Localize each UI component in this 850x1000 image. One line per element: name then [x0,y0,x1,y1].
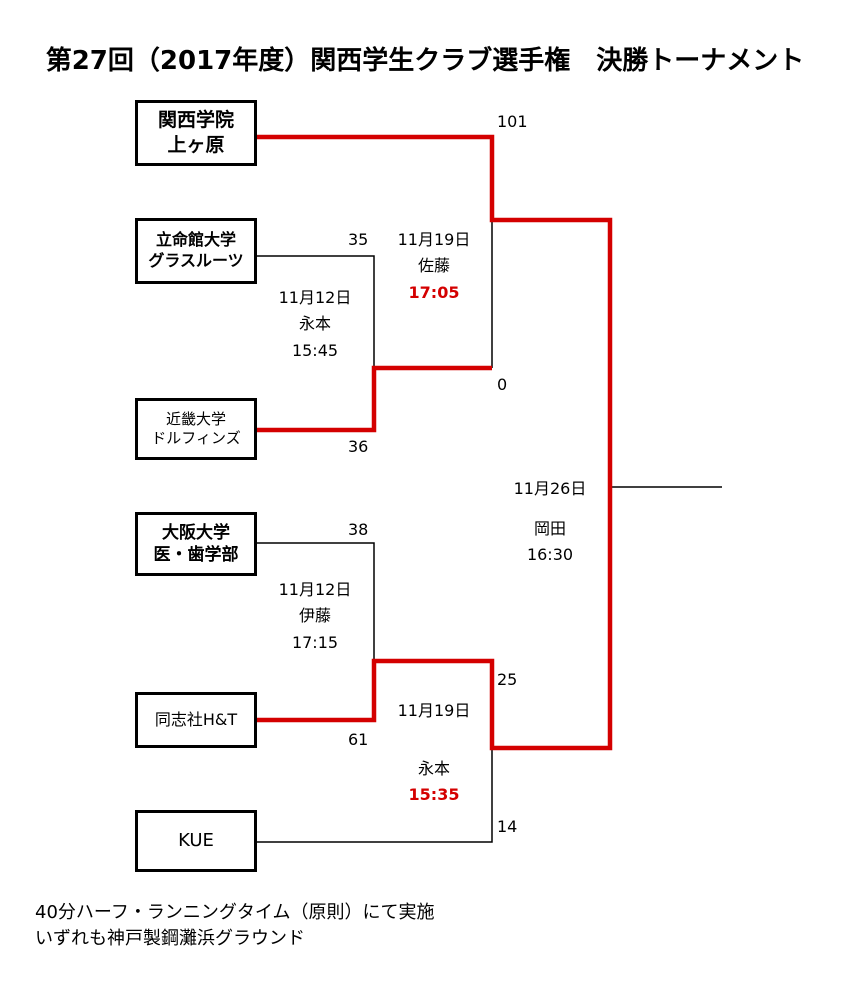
team-name-line2: グラスルーツ [148,251,244,270]
match-referee: 佐藤 [417,256,450,276]
team-box-kue: KUE [135,810,257,872]
team-box-doshisha: 同志社H&T [135,692,257,748]
match-info-sf2: 永本 15:35 [392,756,476,809]
team-box-kindai: 近畿大学ドルフィンズ [135,398,257,460]
match-time: 17:05 [408,282,460,302]
team-name: KUE [178,830,214,852]
bracket-thin-lines [255,220,722,843]
team-name-line1: 近畿大学 [165,409,226,428]
match-info-final: 岡田 16:30 [510,516,590,569]
line-kue [255,748,493,843]
match-date: 11月19日 [397,701,471,720]
footnote-rules: 40分ハーフ・ランニングタイム（原則）にて実施 [35,902,435,923]
match-info-final-date: 11月26日 [500,476,600,502]
team-name-line1: 立命館大学 [155,230,236,250]
score-kgu: 101 [497,112,528,131]
score-doshisha: 61 [348,730,369,749]
win-line-doshisha [255,487,613,751]
match-referee: 永本 [298,314,331,334]
match-info-sf1: 11月19日 佐藤 17:05 [392,227,476,306]
team-name: 同志社H&T [154,709,238,729]
match-info-sf2-date: 11月19日 [392,698,476,724]
match-referee: 岡田 [533,519,566,538]
score-kue: 14 [497,817,518,836]
footnote-venue: いずれも神戸製鋼灘浜グラウンド [35,928,305,950]
score-kindai-sf: 0 [497,375,508,394]
match-referee: 永本 [417,759,450,778]
win-line-kgu [255,134,613,487]
match-info-qf1: 11月12日 永本 15:45 [275,285,355,364]
match-referee: 伊藤 [298,606,331,626]
match-time: 16:30 [526,545,574,565]
match-date: 11月12日 [278,580,352,599]
score-osaka: 38 [348,520,369,539]
team-box-rits: 立命館大学グラスルーツ [135,218,257,284]
team-name-line2: ドルフィンズ [151,429,241,447]
line-rits [255,255,375,368]
score-rits: 35 [348,230,369,249]
page-title: 第27回（2017年度）関西学生クラブ選手権 決勝トーナメント [45,46,805,76]
team-name-line1: 関西学院 [157,109,234,132]
match-time: 15:35 [408,785,460,805]
line-osaka [255,542,375,661]
match-date: 11月19日 [397,230,471,249]
match-info-qf2: 11月12日 伊藤 17:15 [275,577,355,656]
win-line-kindai [255,365,492,433]
score-kindai: 36 [348,437,369,456]
match-time: 17:15 [291,632,339,652]
match-date: 11月12日 [278,288,352,307]
match-date: 11月26日 [513,479,587,498]
team-box-kgu: 関西学院上ヶ原 [135,100,257,166]
score-doshisha-sf: 25 [497,670,518,689]
team-name-line2: 上ヶ原 [167,134,225,156]
bracket-winner-lines [255,134,613,751]
team-name-line2: 医・歯学部 [153,545,239,565]
footnotes: 40分ハーフ・ランニングタイム（原則）にて実施 いずれも神戸製鋼灘浜グラウンド [35,900,434,952]
team-name-line1: 大阪大学 [162,522,230,543]
team-box-osaka: 大阪大学医・歯学部 [135,512,257,576]
match-time: 15:45 [291,340,339,360]
